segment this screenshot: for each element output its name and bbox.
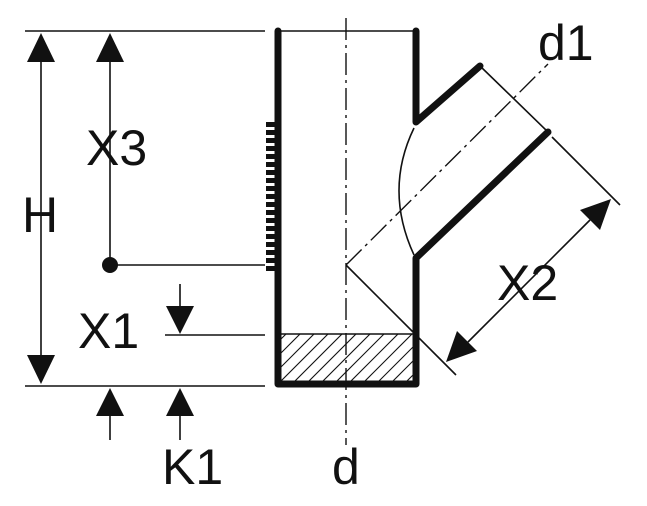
branch-end-line: [479, 65, 549, 133]
seal-ridge: [266, 162, 275, 167]
hatch-line: [319, 334, 371, 384]
hatch-line: [375, 343, 416, 384]
label-x3: X3: [86, 120, 147, 176]
seal-ridge: [266, 178, 275, 183]
k1-dimension: [96, 388, 194, 440]
x3-dimension: [96, 33, 124, 273]
hatch-line: [305, 334, 357, 384]
seal-ridge: [266, 234, 275, 239]
label-k1: K1: [162, 439, 223, 495]
x1-dimension: [166, 284, 194, 334]
x3-origin-dot: [102, 257, 118, 273]
label-x1: X1: [78, 303, 139, 359]
x2-arrow-low: [446, 331, 477, 362]
hatch-line: [333, 334, 385, 384]
x2-reference-line-2: [551, 136, 621, 206]
seal-ridge: [266, 138, 275, 143]
k1-arrow-left: [96, 388, 124, 416]
seal-ridge: [266, 202, 275, 207]
hatch-line: [403, 371, 416, 384]
h-arrow-bottom: [27, 355, 55, 384]
fitting-outline: [274, 27, 552, 388]
seal-ridge: [266, 154, 275, 159]
hatch-line: [291, 334, 343, 384]
seal-ridge: [266, 122, 275, 127]
x2-arrow-high: [580, 199, 611, 230]
h-arrow-top: [27, 33, 55, 62]
hatch-line: [361, 334, 413, 384]
seal-ridge: [266, 170, 275, 175]
x2-dimension: [446, 199, 611, 362]
seal-ridge: [266, 242, 275, 247]
inner-arc: [398, 127, 415, 256]
seal-ridge: [266, 218, 275, 223]
hatch-line: [347, 334, 399, 384]
seal-ridge: [266, 186, 275, 191]
x2-reference-line-1: [345, 264, 457, 376]
label-d1: d1: [538, 15, 594, 71]
seal-ridge: [266, 210, 275, 215]
seal-ridge: [266, 146, 275, 151]
label-h: H: [22, 187, 58, 243]
seal-ridge: [266, 130, 275, 135]
label-x2: X2: [497, 255, 558, 311]
seal-ridge: [266, 250, 275, 255]
centerline-d1: [345, 63, 549, 266]
x1-arrow: [166, 306, 194, 334]
k1-arrow-right: [166, 388, 194, 416]
hatch-line: [278, 334, 329, 384]
hatch-line: [278, 334, 315, 371]
seal-ridge: [266, 194, 275, 199]
seal-ridge: [266, 266, 275, 271]
h-dimension: [27, 33, 55, 384]
x3-arrow-top: [96, 33, 124, 62]
seal-ridge: [266, 258, 275, 263]
seal-ridge: [266, 226, 275, 231]
label-d: d: [332, 439, 360, 495]
seal-ridges: [266, 122, 275, 271]
hatch-line: [278, 334, 301, 357]
